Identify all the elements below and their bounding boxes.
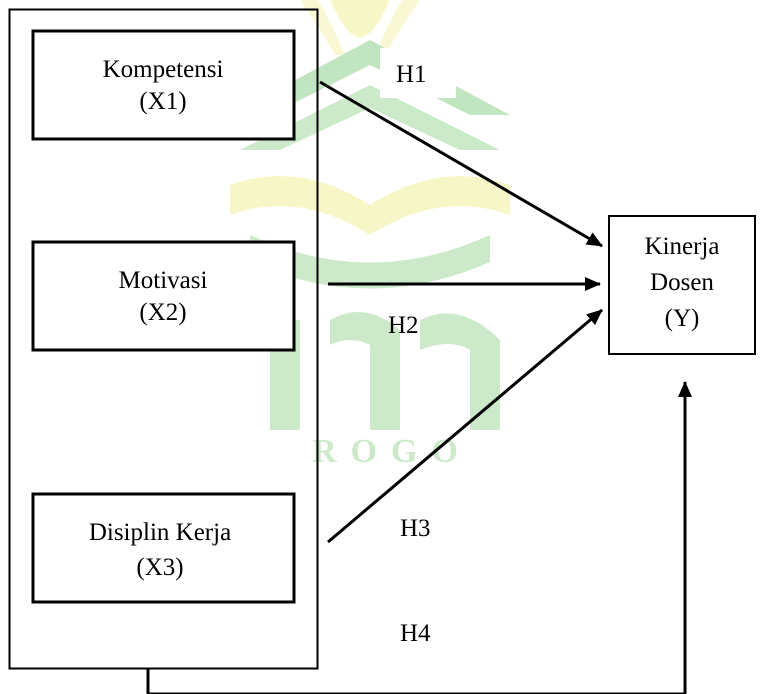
hypothesis-label-h3: H3 xyxy=(400,515,431,542)
variable-box-x2: Motivasi (X2) xyxy=(31,240,296,352)
hypothesis-label-h4: H4 xyxy=(400,620,431,647)
variable-name-x1: Kompetensi xyxy=(103,56,224,83)
hypothesis-label-h2: H2 xyxy=(388,312,419,339)
watermark-crest xyxy=(330,0,390,38)
variable-name-y-line2: Dosen xyxy=(650,269,714,296)
variable-name-x2: Motivasi xyxy=(119,267,208,294)
watermark-book xyxy=(230,176,510,235)
hypothesis-label-h1: H1 xyxy=(396,61,427,88)
variable-box-x1: Kompetensi (X1) xyxy=(31,29,296,141)
variable-code-x2: (X2) xyxy=(139,299,186,326)
variable-box-x3: Disiplin Kerja (X3) xyxy=(31,492,296,604)
variable-box-y: Kinerja Dosen (Y) xyxy=(608,215,756,355)
variable-code-x1: (X1) xyxy=(139,88,186,115)
arrow-h3 xyxy=(327,308,603,544)
variable-name-x3: Disiplin Kerja xyxy=(89,519,231,546)
variable-code-x3: (X3) xyxy=(136,554,183,581)
watermark-letters xyxy=(270,312,500,430)
arrow-h4 xyxy=(146,381,692,694)
variable-code-y: (Y) xyxy=(665,305,700,332)
independent-variables-container xyxy=(8,8,319,670)
variable-name-y-line1: Kinerja xyxy=(645,233,720,260)
arrow-h1 xyxy=(319,80,603,248)
